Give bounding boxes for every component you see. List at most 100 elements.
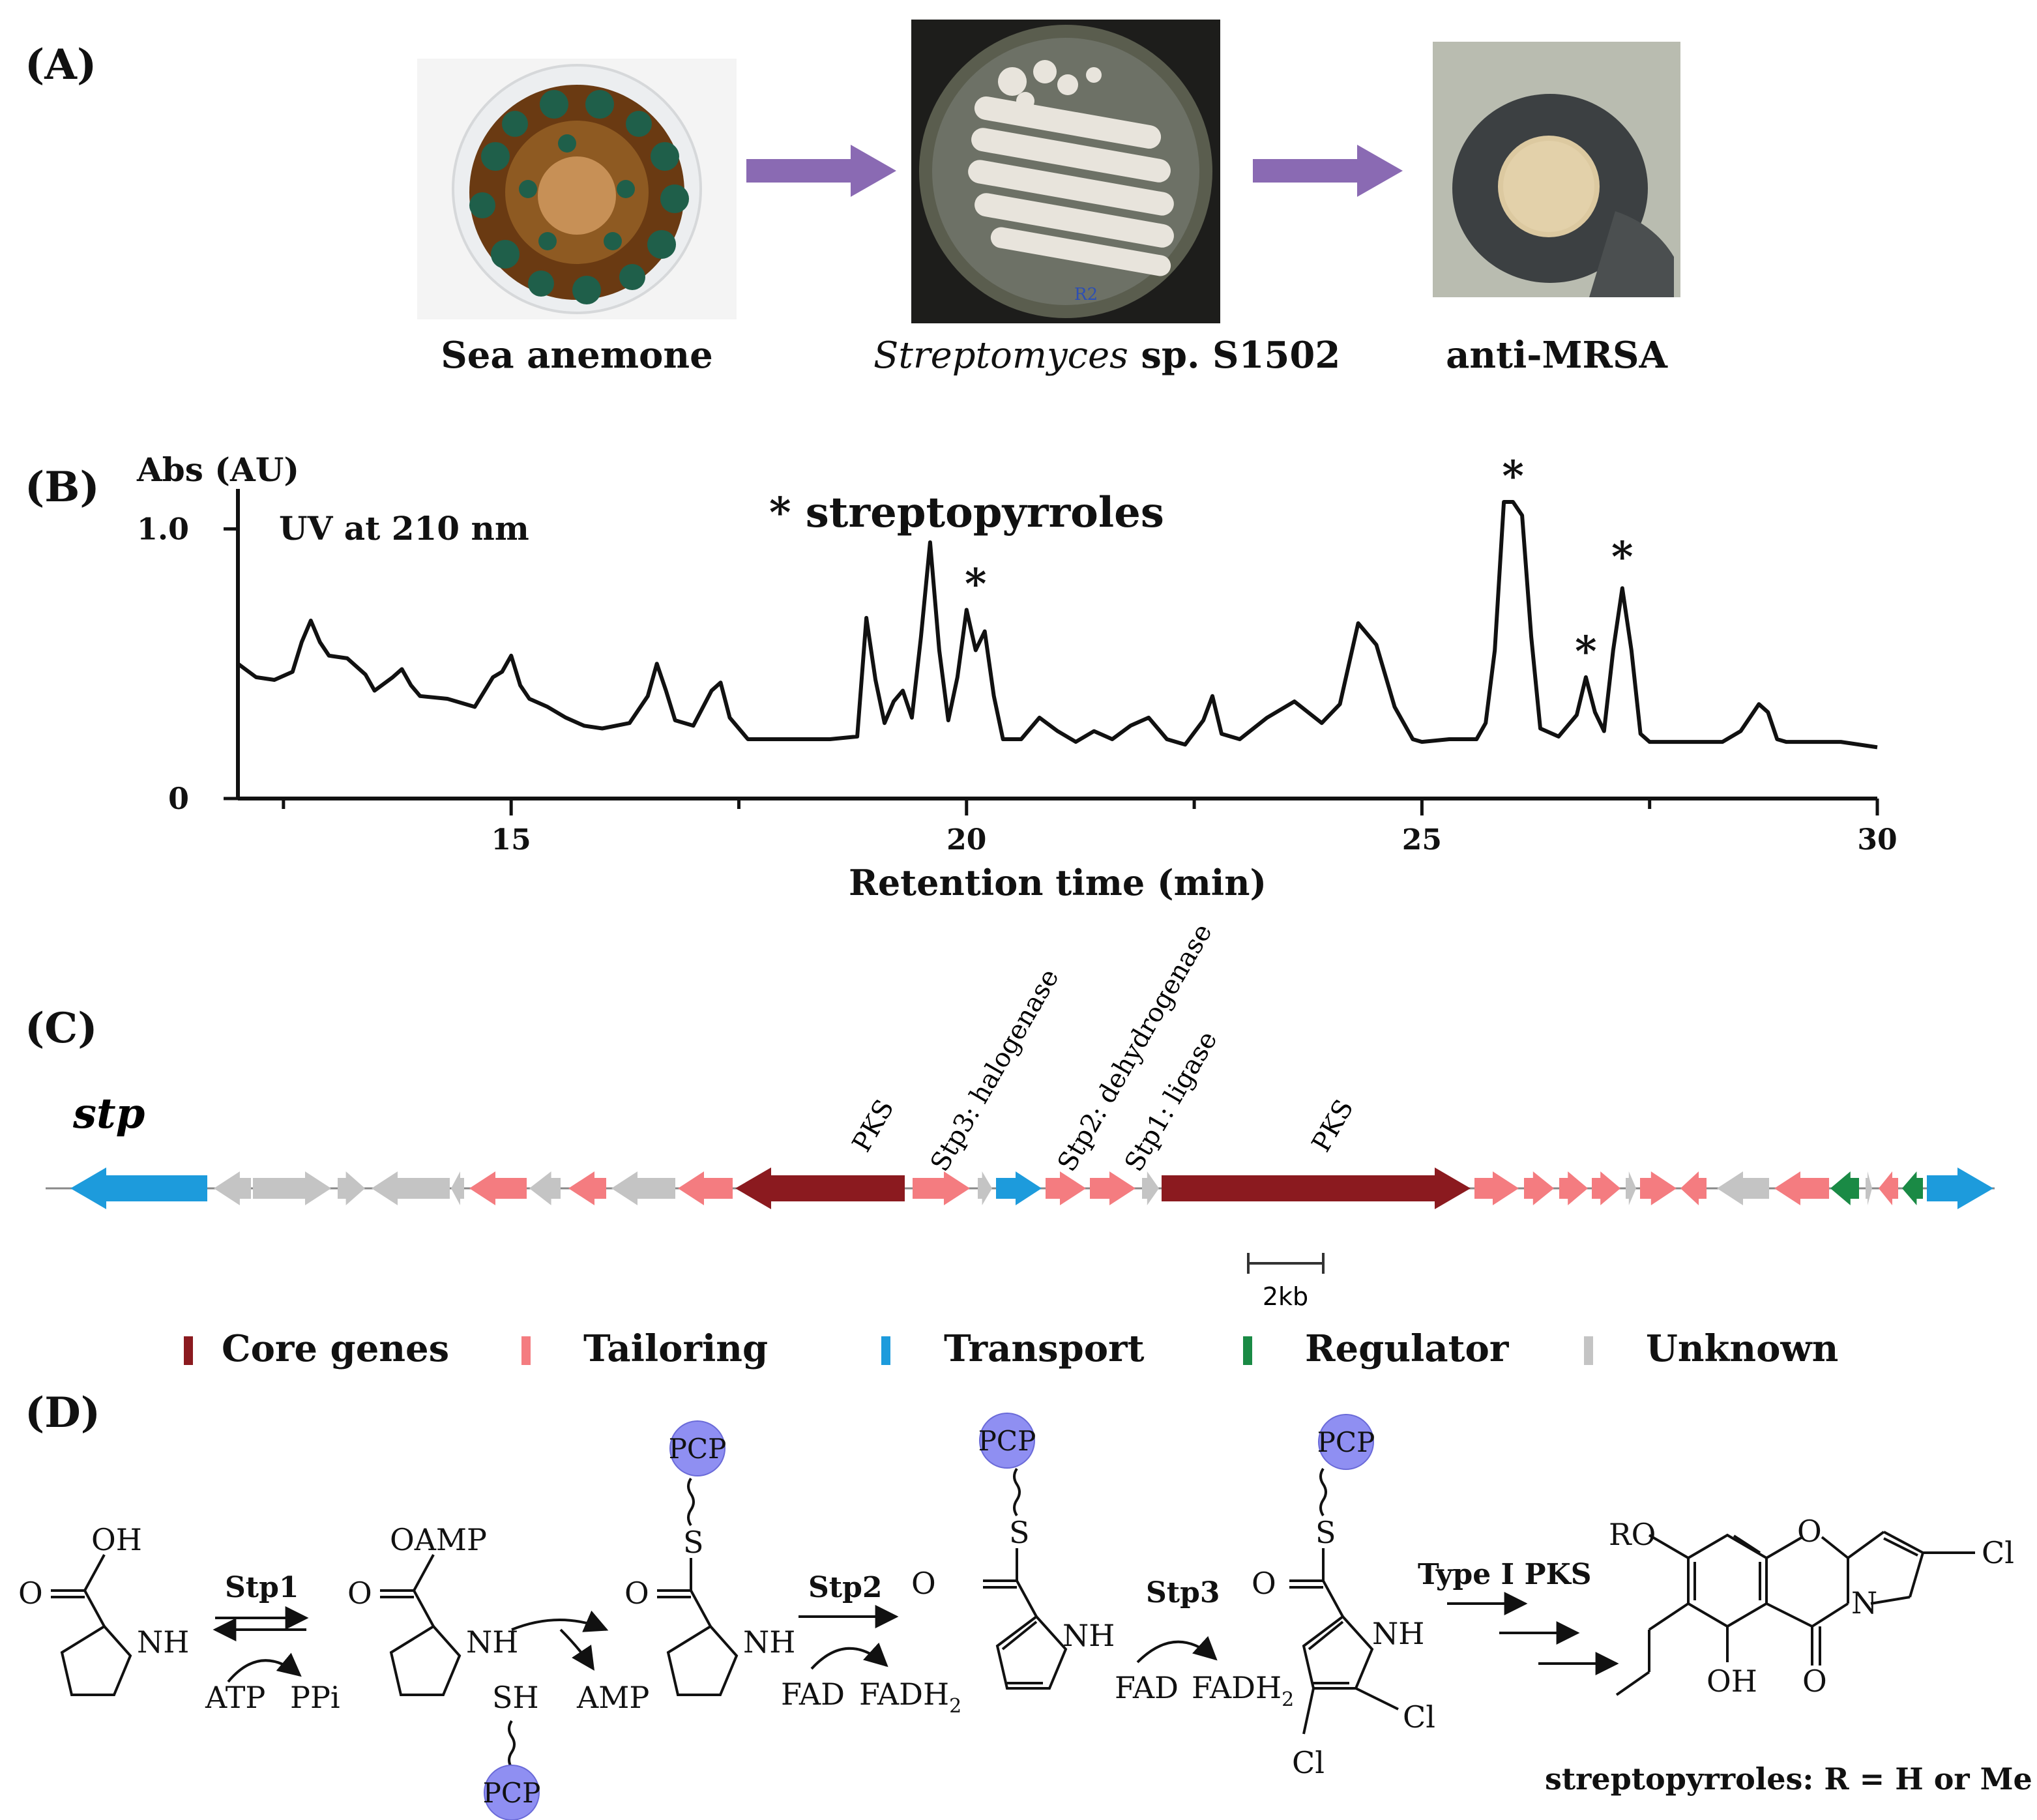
peak-asterisk: * — [1611, 533, 1633, 581]
step2-label: Stp2 — [808, 1571, 882, 1604]
gene-arrow-tail — [1524, 1171, 1554, 1205]
product-oh: OH — [1707, 1664, 1757, 1699]
arrow-right-icon — [746, 145, 896, 197]
legend-unknown: Unknown — [1646, 1327, 1839, 1370]
pyrrolyl-s-pcp-o: O — [911, 1566, 936, 1601]
step3-fadh2: FADH2 — [1192, 1670, 1294, 1711]
chromatogram-trace — [237, 500, 1878, 750]
product-o-ring: O — [1797, 1514, 1822, 1549]
gene-arrow-unk — [338, 1171, 365, 1205]
y-tick-label: 0 — [168, 781, 189, 816]
gene-arrow-trans — [996, 1171, 1042, 1205]
x-tick-label: 15 — [491, 823, 531, 857]
peak-asterisk: * — [1575, 627, 1596, 676]
step3-fadh: FADH — [1192, 1670, 1282, 1705]
proline-nh: NH — [137, 1624, 189, 1660]
gene-arrow-reg — [1830, 1171, 1859, 1205]
peak-asterisk: * — [965, 559, 986, 608]
legend-swatch-regulator — [1243, 1336, 1252, 1365]
gene-arrow-tail — [1090, 1171, 1136, 1205]
gene-arrow-tail — [1680, 1171, 1707, 1205]
gene-arrow-tail — [469, 1171, 527, 1205]
compound-pyrrolyl-s-pcp — [983, 1467, 1068, 1690]
legend-swatch-transport — [881, 1336, 890, 1365]
step3-fad: FAD — [1115, 1670, 1179, 1705]
legend-swatch-core — [184, 1336, 193, 1365]
step2-fadh: FADH — [859, 1677, 949, 1712]
panel-label-b: (B) — [25, 463, 100, 512]
gene-arrow-tail — [1046, 1171, 1086, 1205]
gene-arrow-tail — [568, 1171, 606, 1205]
gene-arrow-unk — [214, 1171, 251, 1205]
step1-ppi: PPi — [290, 1680, 340, 1715]
scale-bar-label: 2kb — [1263, 1282, 1308, 1311]
label-stp3-halogenase: Stp3: halogenase — [925, 964, 1065, 1177]
gene-arrow-unk — [1626, 1171, 1636, 1205]
legend-transport: Transport — [944, 1327, 1145, 1370]
legend-swatch-tailoring — [521, 1336, 531, 1365]
prolyl-s-pcp-s: S — [683, 1525, 704, 1560]
step3-sub2: 2 — [1282, 1688, 1294, 1711]
gene-arrow-tail — [1879, 1171, 1898, 1205]
compound-proline — [51, 1554, 132, 1696]
gene-arrow-unk — [372, 1171, 450, 1205]
gene-arrow-tail — [1774, 1171, 1829, 1205]
legend-tailoring: Tailoring — [583, 1327, 769, 1370]
compound-streptopyrrole — [1615, 1531, 1975, 1696]
gene-arrow-trans — [70, 1167, 207, 1209]
compound-dichloropyrrolyl-s-pcp — [1289, 1467, 1399, 1735]
annotation-uv: UV at 210 nm — [279, 509, 529, 548]
dichloro-nh: NH — [1372, 1616, 1424, 1651]
product-cl: Cl — [1982, 1535, 2014, 1570]
panel-label-c: (C) — [25, 1004, 98, 1053]
label-pks-2: PKS — [1306, 1094, 1360, 1157]
product-caption: streptopyrroles: R = H or Me — [1545, 1761, 2032, 1797]
prolyl-s-pcp-nh: NH — [743, 1624, 795, 1660]
step2-sub2: 2 — [949, 1695, 961, 1718]
gene-arrow-core — [735, 1167, 905, 1209]
annotation-streptopyrroles: * streptopyrroles — [769, 488, 1164, 537]
biosynthesis-pathway: OH O NH Stp1 ATP PPi OAMP O NH SH AMP — [18, 1413, 2032, 1820]
label-pks-1: PKS — [847, 1094, 900, 1157]
streptomyces-plate-photo: R2 — [911, 20, 1220, 323]
pcp-sphere-3: PCP — [1317, 1414, 1375, 1470]
gene-arrow-tail — [1474, 1171, 1519, 1205]
pyrrolyl-s-pcp-s: S — [1009, 1515, 1030, 1550]
sea-anemone-photo — [417, 59, 737, 319]
gene-arrow-unk — [529, 1171, 561, 1205]
pcp-sphere-2: PCP — [978, 1413, 1036, 1469]
gene-arrow-unk — [978, 1171, 992, 1205]
prolyl-amp-oamp: OAMP — [390, 1522, 487, 1557]
y-tick-label: 1.0 — [137, 511, 189, 546]
prolyl-amp-nh: NH — [466, 1624, 518, 1660]
caption-anti-mrsa: anti-MRSA — [1446, 334, 1667, 377]
pcp-3-label: PCP — [1317, 1426, 1375, 1458]
x-tick-label: 25 — [1402, 823, 1442, 857]
compound-prolyl-s-pcp — [657, 1477, 739, 1696]
dichloro-s: S — [1315, 1515, 1336, 1550]
product-n: N — [1851, 1585, 1877, 1621]
step4-label: Type I PKS — [1418, 1558, 1592, 1591]
caption-streptomyces: Streptomyces sp. S1502 — [873, 334, 1340, 377]
pcp-sh: SH — [492, 1680, 539, 1715]
gene-arrow-tail — [1559, 1171, 1588, 1205]
panel-label-d: (D) — [25, 1388, 101, 1437]
prolyl-amp-o: O — [347, 1576, 372, 1611]
product-ro: RO — [1609, 1517, 1656, 1552]
cluster-name: stp — [72, 1089, 145, 1138]
pcp-bottom-label: PCP — [483, 1777, 541, 1809]
y-axis-title: Abs (AU) — [136, 450, 299, 489]
gene-arrow-reg — [1902, 1171, 1923, 1205]
pcp-1-label: PCP — [669, 1433, 727, 1465]
step3-label: Stp3 — [1146, 1576, 1220, 1609]
arrow-right-icon — [1253, 145, 1403, 197]
gene-arrow-unk — [451, 1171, 464, 1205]
legend-core-genes: Core genes — [222, 1327, 450, 1370]
dichloro-o: O — [1252, 1566, 1276, 1601]
gene-arrow-unk — [1142, 1171, 1159, 1205]
gene-arrow-unk — [1717, 1171, 1769, 1205]
x-axis-title: Retention time (min) — [849, 862, 1267, 903]
gene-arrow-tail — [1640, 1171, 1677, 1205]
gene-cluster-map: stp PKS Stp3: halogenase Stp2: dehydroge… — [46, 918, 1995, 1311]
peak-asterisk: * — [1502, 452, 1523, 501]
